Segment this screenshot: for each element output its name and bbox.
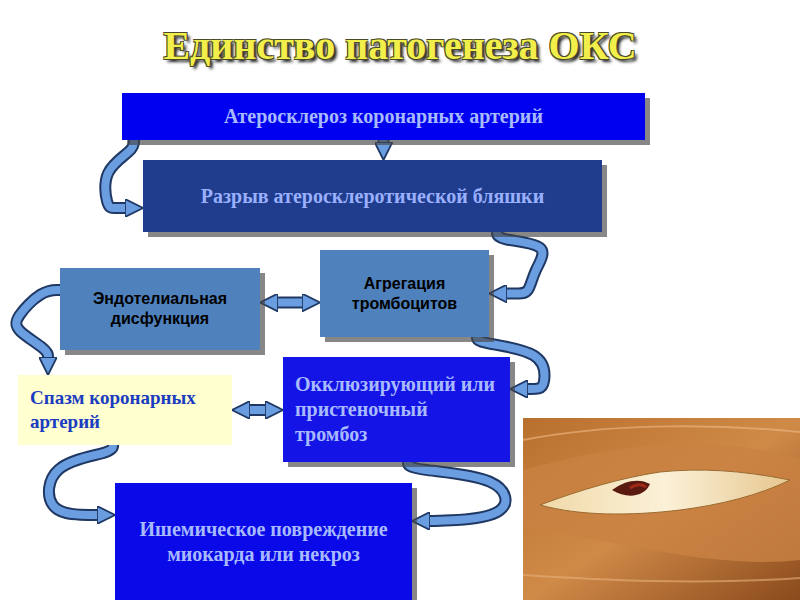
connector-arrow [49,445,113,515]
arrow-body [278,299,302,307]
connector-arrow [16,290,60,357]
process-box: Атеросклероз коронарных артерий [122,93,645,140]
process-box: Эндотелиальная дисфункция [60,268,260,350]
box-label: Разрыв атеросклеротической бляшки [201,184,544,209]
arrow-outline [250,404,265,416]
arrow-body [497,232,542,294]
process-box: Агрегация тромбоцитов [320,250,489,337]
arrow-outline [408,462,505,521]
plaque [540,470,790,514]
box-label: Эндотелиальная дисфункция [72,289,248,329]
arrow-body [16,290,60,357]
arrow-body [49,445,113,515]
arrow-outline [378,140,390,142]
box-label: Ишемическое повреждение миокарда или нек… [127,517,400,567]
vessel-edge [523,426,800,440]
vessel-edge [523,575,800,581]
rupture-site [612,481,650,496]
box-label: Атеросклероз коронарных артерий [224,104,543,129]
arrow-body [408,462,505,521]
process-box: Окклюзирующий или пристеночный тромбоз [283,357,510,462]
opened-vessel [523,444,800,562]
connector-arrow [408,462,505,521]
arrow-body [380,140,388,142]
arrow-body [105,140,134,208]
connector-arrow [105,140,134,208]
arrow-outline [497,232,542,294]
thrombus [630,485,646,488]
process-box: Разрыв атеросклеротической бляшки [143,160,602,232]
arrow-outline [49,445,113,515]
diagram-title: Единство патогенеза ОКС [0,22,800,69]
box-label: Агрегация тромбоцитов [332,274,477,314]
connector-arrow [278,302,302,303]
arrow-outline [278,297,302,309]
process-box: Ишемическое повреждение миокарда или нек… [115,483,412,600]
artery-photo [523,418,800,600]
process-box: Спазм коронарных артерий [18,375,232,445]
connector-arrow [250,410,265,411]
box-label: Спазм коронарных артерий [30,386,220,434]
arrow-outline [105,140,134,208]
connector-arrow [497,232,542,294]
box-label: Окклюзирующий или пристеночный тромбоз [295,372,498,447]
arrow-body [250,406,265,414]
arrow-outline [16,290,60,357]
connector-arrow [383,140,384,142]
